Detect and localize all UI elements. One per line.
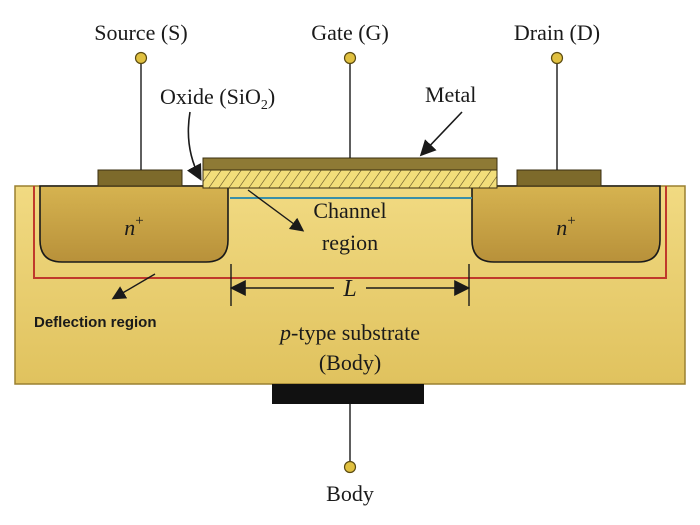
gate-label: Gate (G) bbox=[311, 20, 389, 45]
channel-label-line2: region bbox=[322, 230, 378, 255]
channel-pointer-arrow bbox=[247, 189, 305, 232]
source-terminal-dot bbox=[134, 51, 148, 65]
oxide-label: Oxide (SiO2) bbox=[160, 84, 275, 113]
body-label: Body bbox=[326, 481, 374, 506]
oxide-pointer-arrow bbox=[186, 111, 202, 181]
length-label: L bbox=[342, 276, 356, 302]
drain-label: Drain (D) bbox=[514, 20, 600, 45]
channel-label-line1: Channel bbox=[313, 198, 386, 223]
body-terminal-dot bbox=[343, 460, 357, 474]
body-contact bbox=[272, 384, 424, 404]
deflection-label: Deflection region bbox=[34, 314, 157, 331]
n-plus-source-well bbox=[39, 185, 229, 263]
deflection-pointer-arrow bbox=[111, 273, 156, 300]
source-label: Source (S) bbox=[94, 20, 187, 45]
substrate-label: p-type substrate bbox=[278, 320, 420, 345]
oxide-layer bbox=[202, 169, 498, 189]
metal-label: Metal bbox=[425, 82, 476, 107]
drain-contact bbox=[516, 169, 602, 187]
depletion-boundary bbox=[33, 186, 667, 279]
substrate-body-label: (Body) bbox=[319, 350, 381, 375]
metal-gate bbox=[202, 157, 498, 171]
gate-terminal-dot bbox=[343, 51, 357, 65]
source-contact bbox=[97, 169, 183, 187]
n-plus-drain-label: n+ bbox=[556, 213, 575, 240]
n-plus-drain-well bbox=[471, 185, 661, 263]
n-plus-source-label: n+ bbox=[124, 213, 143, 240]
metal-pointer-arrow bbox=[419, 111, 463, 157]
drain-terminal-dot bbox=[550, 51, 564, 65]
